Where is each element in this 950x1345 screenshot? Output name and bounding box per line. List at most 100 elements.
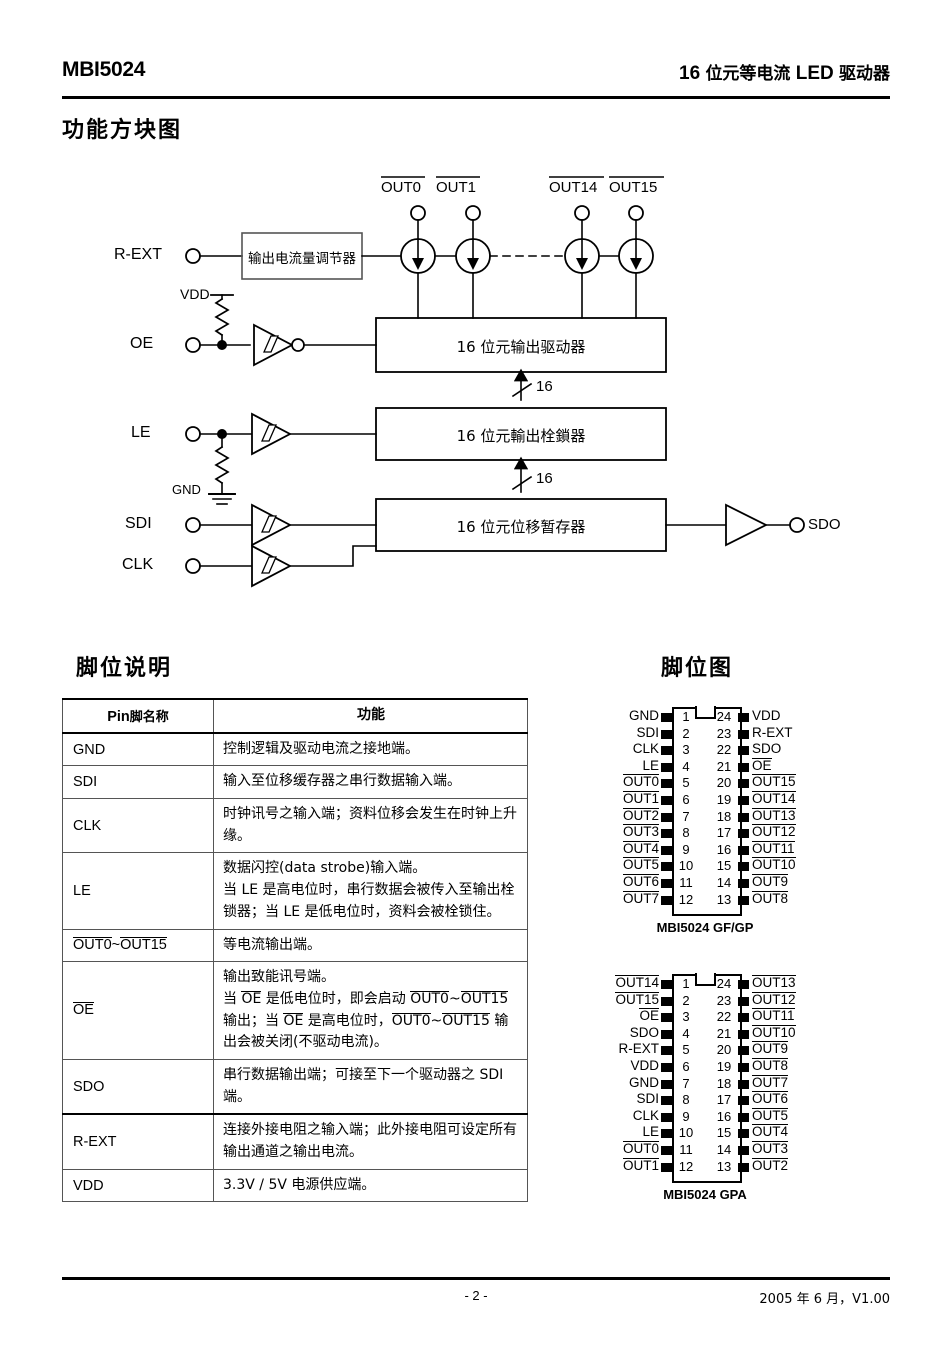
pin-label: OUT13 xyxy=(752,975,796,990)
pin-pad xyxy=(738,713,749,722)
pin-number: 23 xyxy=(716,992,732,1008)
pin-label: OUT0 xyxy=(622,774,659,790)
pin-number: 6 xyxy=(682,1059,690,1074)
pin-label: OUT15 xyxy=(752,774,796,790)
pin-number: 12 xyxy=(678,891,694,907)
pin-pad xyxy=(661,895,672,905)
pin-name-cell: CLK xyxy=(62,798,214,854)
pin-number: 19 xyxy=(716,1059,732,1074)
pin-number: 5 xyxy=(682,775,690,791)
pin-pad xyxy=(661,1013,672,1023)
pin-pad xyxy=(661,762,672,772)
pin-pad xyxy=(661,1129,672,1139)
pin-pad xyxy=(661,1046,672,1056)
pin-number: 15 xyxy=(716,1125,732,1141)
header-pin-text: Pin xyxy=(107,709,130,726)
section-title-pin-description: 脚位说明 xyxy=(76,656,173,681)
pin-label: OUT5 xyxy=(752,1107,789,1123)
block-out-label-0: OUT0 xyxy=(381,179,422,196)
pin-label: OE xyxy=(639,1008,659,1024)
pin-number: 2 xyxy=(682,992,690,1008)
pin-number: 20 xyxy=(716,775,732,791)
block-out-label-14: OUT14 xyxy=(549,179,598,196)
pin-pad xyxy=(661,1063,672,1072)
pin-label: OE xyxy=(752,757,772,773)
pin-pad xyxy=(661,779,672,789)
functional-block-diagram: OUT0 OUT1 OUT14 OUT15 R-EXT OE LE SDI CL… xyxy=(0,0,950,640)
pin-function-line: 输入至位移缓存器之串行数据输入端。 xyxy=(223,773,461,790)
pin-pad xyxy=(738,1129,749,1139)
pin-name-cell: SDO xyxy=(62,1058,214,1115)
pin-label: OUT12 xyxy=(752,991,796,1007)
pin-pad xyxy=(738,1162,749,1172)
pin-label: OUT12 xyxy=(752,824,796,840)
pin-pad xyxy=(738,829,749,839)
block-output-driver-label: 16 位元输出驱动器 xyxy=(456,338,586,356)
pin-pad xyxy=(738,729,749,739)
pin-pad xyxy=(661,829,672,839)
pin-function-cell: 控制逻辑及驱动电流之接地端。 xyxy=(213,732,528,767)
pin-label: GND xyxy=(629,1074,659,1090)
header-pin-cn: 脚名称 xyxy=(129,710,169,726)
pin-number: 11 xyxy=(679,1142,693,1157)
pin-label: VDD xyxy=(752,708,781,723)
package-caption: MBI5024 GPA xyxy=(663,1187,747,1203)
pin-label: OUT14 xyxy=(752,791,796,806)
pin-label: VDD xyxy=(630,1058,659,1073)
section-title-block-diagram: 功能方块图 xyxy=(62,118,183,143)
pin-name-cell: OE xyxy=(62,961,214,1060)
pin-pad xyxy=(738,1063,749,1072)
page-header-title: 16 位元等电流 LED 驱动器 xyxy=(679,59,890,85)
pin-label: OUT0 xyxy=(622,1141,659,1156)
pin-label: LE xyxy=(642,757,659,773)
pin-function-line: 数据闪控(data strobe)输入端。 xyxy=(223,860,427,877)
pin-number: 21 xyxy=(716,1025,732,1041)
block-bus-width-driver: 16 xyxy=(536,378,553,395)
pin-pad xyxy=(738,1146,749,1155)
pin-pad xyxy=(661,713,672,722)
pin-number: 18 xyxy=(716,808,732,824)
pin-number: 18 xyxy=(716,1075,732,1091)
pin-pad xyxy=(738,1046,749,1056)
pin-number: 3 xyxy=(682,742,690,758)
table-header-row: Pin脚名称 功能 xyxy=(62,698,528,734)
pin-pad xyxy=(738,812,749,822)
pin-pad xyxy=(738,796,749,805)
package-notch-icon xyxy=(695,706,716,719)
ic-package-body xyxy=(672,707,742,917)
pin-number: 17 xyxy=(716,825,732,841)
pin-number: 15 xyxy=(716,858,732,874)
revision-info: 2005 年 6 月，V1.00 xyxy=(759,1292,890,1307)
pin-number: 17 xyxy=(716,1092,732,1108)
pin-label: OUT2 xyxy=(752,1157,789,1173)
pin-number: 23 xyxy=(716,725,732,741)
pin-function-cell: 连接外接电阻之输入端；此外接电阻可设定所有输出通道之输出电流。 xyxy=(213,1113,528,1170)
pin-number: 19 xyxy=(716,792,732,807)
pin-label: SDI xyxy=(636,724,659,740)
pin-label: OUT9 xyxy=(752,874,789,889)
pin-function-line: 当 OE 是低电位时，即会启动 OUT0~OUT15 输出；当 OE 是高电位时… xyxy=(223,990,509,1051)
pin-number: 22 xyxy=(716,1009,732,1025)
pin-name-cell: GND xyxy=(62,732,214,767)
pin-number: 7 xyxy=(682,1075,690,1091)
pin-pad xyxy=(661,862,672,872)
pin-number: 9 xyxy=(682,1108,690,1124)
pin-label: GND xyxy=(629,708,659,723)
pin-label: OUT8 xyxy=(752,890,789,906)
pin-function-cell: 时钟讯号之输入端；资料位移会发生在时钟上升缘。 xyxy=(213,798,528,854)
pin-function-cell: 等电流输出端。 xyxy=(213,928,528,963)
pin-function-cell: 输入至位移缓存器之串行数据输入端。 xyxy=(213,765,528,800)
pin-label: OUT11 xyxy=(752,840,795,856)
block-output-sdo: SDO xyxy=(808,516,841,533)
pin-number: 4 xyxy=(682,1025,690,1041)
block-output-latch-label: 16 位元輸出栓鎖器 xyxy=(456,427,586,445)
pin-pad xyxy=(661,796,672,805)
pin-pad xyxy=(661,746,672,756)
